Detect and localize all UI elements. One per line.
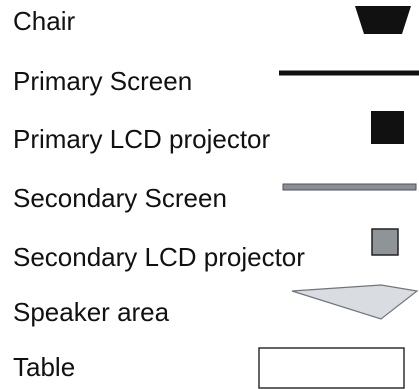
primary-lcd-projector-icon xyxy=(371,111,404,144)
table-icon xyxy=(258,347,405,389)
primary-screen-icon xyxy=(279,70,419,76)
legend-label-primary-screen: Primary Screen xyxy=(13,66,193,96)
speaker-area-icon xyxy=(291,284,419,320)
legend-label-chair: Chair xyxy=(13,6,76,36)
secondary-lcd-projector-icon xyxy=(371,228,399,256)
legend-label-secondary-lcd-projector: Secondary LCD projector xyxy=(13,242,305,272)
chair-icon xyxy=(355,6,411,34)
legend-label-table: Table xyxy=(13,352,76,382)
legend-label-speaker-area: Speaker area xyxy=(13,297,170,327)
secondary-screen-icon xyxy=(282,183,417,191)
legend-label-primary-lcd-projector: Primary LCD projector xyxy=(13,124,271,154)
legend-label-secondary-screen: Secondary Screen xyxy=(13,183,227,213)
